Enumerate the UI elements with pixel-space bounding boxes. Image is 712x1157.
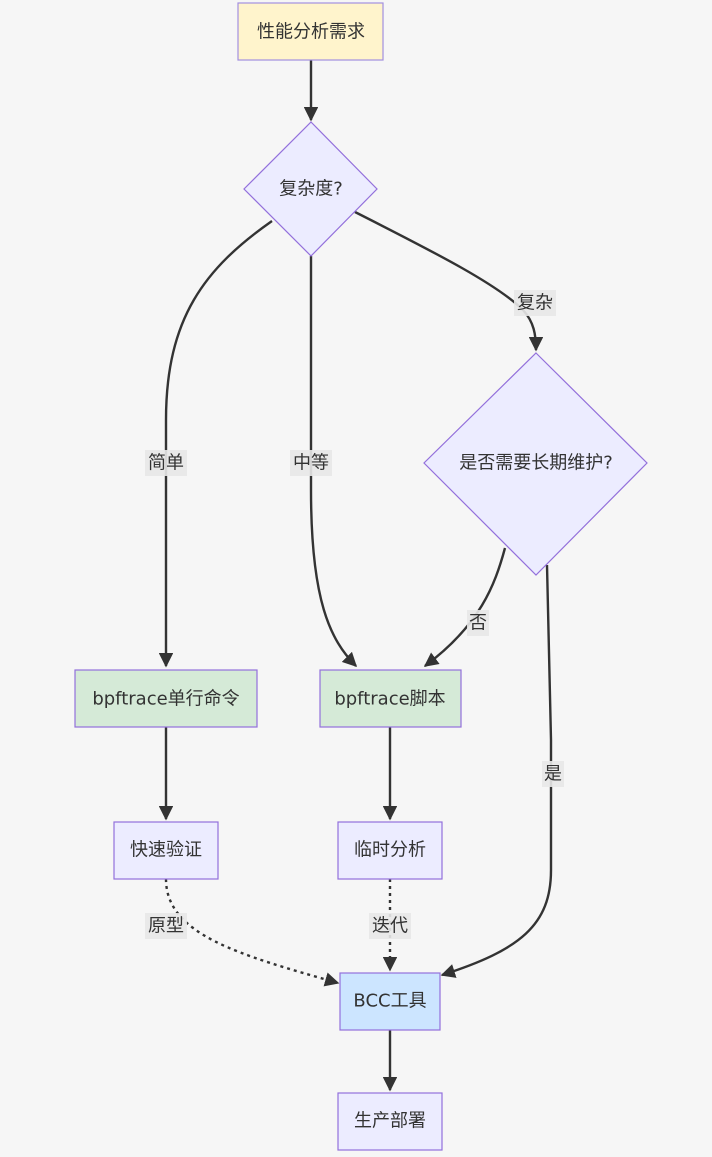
edge-label-yes: 是 [542, 761, 564, 787]
edge-complexity-to-oneliner [158, 220, 273, 668]
edges [158, 60, 553, 1092]
node-prod-deploy-label: 生产部署 [354, 1111, 426, 1132]
edge-label-simple: 简单 [145, 450, 187, 476]
node-bpf-oneliner: bpftrace单行命令 [74, 669, 258, 728]
node-complexity-label: 复杂度? [279, 179, 343, 200]
node-complexity-diamond [243, 121, 378, 257]
node-maintain-label: 是否需要长期维护? [459, 453, 613, 474]
node-start-label: 性能分析需求 [257, 22, 365, 43]
edge-labels: 简单 中等 复杂 否 是 原型 迭代 [145, 290, 564, 939]
node-quick-verify-box [113, 821, 219, 880]
node-start-box [237, 2, 384, 61]
edge-label-no: 否 [467, 610, 489, 636]
node-start: 性能分析需求 [237, 2, 384, 61]
node-bpf-script-box [319, 669, 462, 728]
node-maintain-diamond [423, 352, 648, 576]
edge-label-simple-text: 简单 [148, 453, 184, 474]
edge-label-medium: 中等 [290, 450, 332, 476]
node-prod-deploy: 生产部署 [337, 1092, 443, 1151]
edge-label-complex: 复杂 [514, 290, 556, 316]
node-complexity: 复杂度? [243, 121, 378, 257]
edge-complexity-to-script [309, 256, 358, 668]
node-bcc-tool: BCC工具 [339, 972, 441, 1031]
edge-maintain-to-script [423, 547, 507, 667]
node-bpf-script: bpftrace脚本 [319, 669, 462, 728]
edge-verify-to-bcc [164, 878, 340, 987]
node-quick-verify-label: 快速验证 [130, 840, 202, 861]
node-bpf-oneliner-box [74, 669, 258, 728]
edge-label-iterate: 迭代 [369, 913, 411, 939]
edge-label-medium-text: 中等 [293, 453, 329, 474]
node-bpf-oneliner-label: bpftrace单行命令 [92, 689, 239, 710]
edge-label-iterate-text: 迭代 [372, 916, 408, 937]
node-temp-analysis-label: 临时分析 [354, 840, 426, 861]
edge-complexity-to-maintain [354, 210, 544, 352]
node-bpf-script-label: bpftrace脚本 [334, 689, 445, 710]
edge-label-yes-text: 是 [544, 764, 562, 785]
node-temp-analysis-box [337, 821, 443, 880]
edge-maintain-to-bcc [440, 564, 553, 978]
node-quick-verify: 快速验证 [113, 821, 219, 880]
edge-label-prototype-text: 原型 [148, 916, 184, 937]
edge-label-no-text: 否 [469, 613, 487, 634]
node-temp-analysis: 临时分析 [337, 821, 443, 880]
node-maintain: 是否需要长期维护? [423, 352, 648, 576]
node-prod-deploy-box [337, 1092, 443, 1151]
edge-label-complex-text: 复杂 [517, 293, 553, 314]
nodes: 性能分析需求 复杂度? 是否需要长期维护? bpftrace单行命令 bpftr… [74, 2, 648, 1151]
edge-label-prototype: 原型 [145, 913, 187, 939]
node-bcc-tool-box [339, 972, 441, 1031]
node-bcc-tool-label: BCC工具 [353, 991, 426, 1012]
